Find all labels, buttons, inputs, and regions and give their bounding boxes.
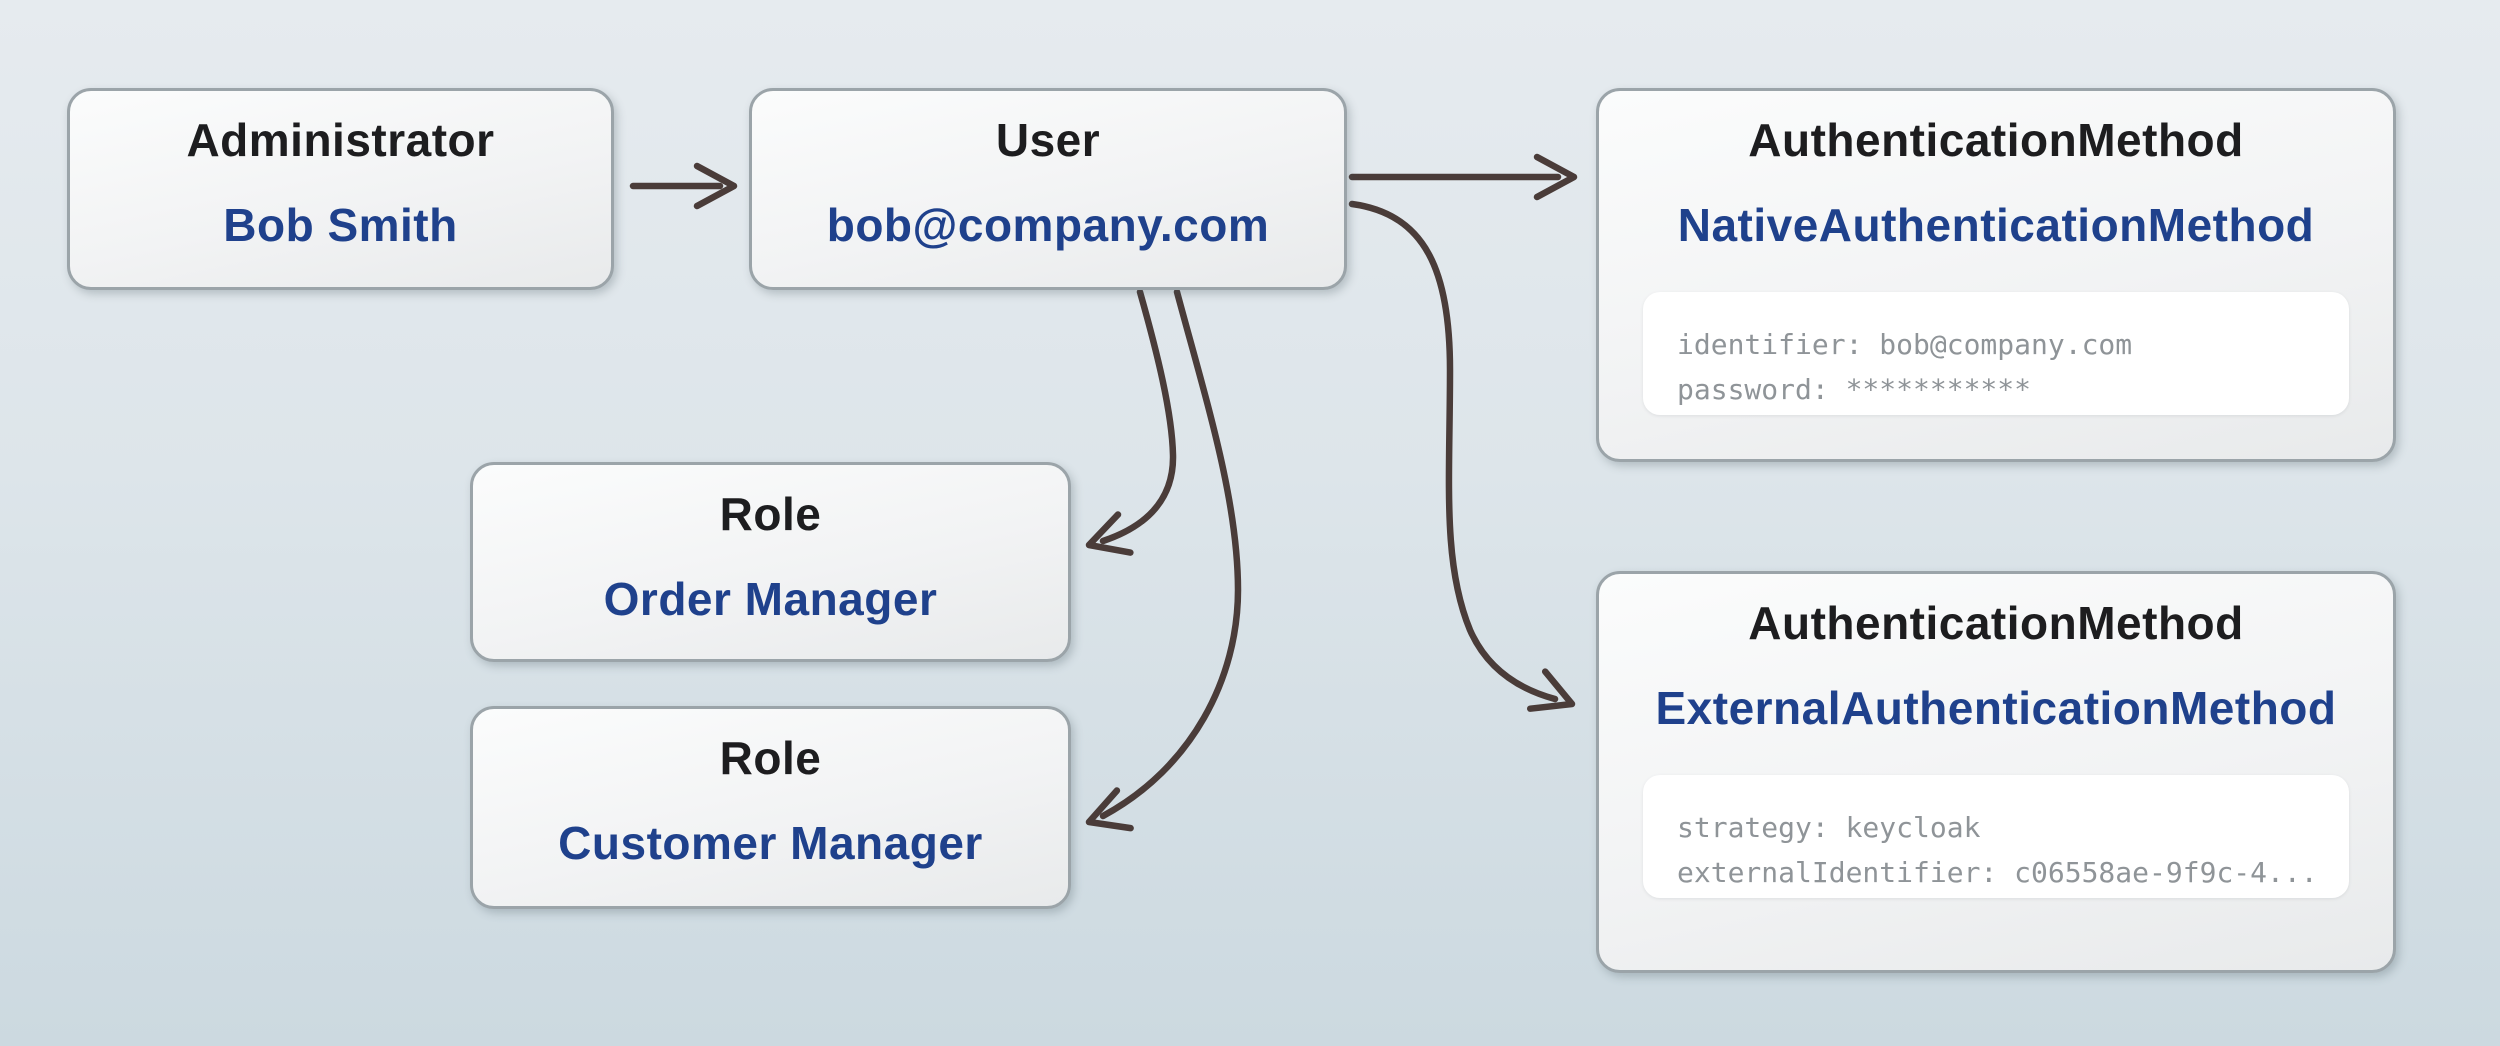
attribute-strategy: strategy: keycloak bbox=[1677, 811, 1981, 844]
node-type-label: AuthenticationMethod bbox=[1748, 114, 2244, 166]
attribute-identifier: identifier: bob@company.com bbox=[1677, 328, 2133, 361]
node-value-label: Customer Manager bbox=[558, 817, 983, 869]
node-value-label: Order Manager bbox=[603, 573, 938, 625]
node-type-label: Role bbox=[719, 488, 822, 540]
node-type-label: Role bbox=[719, 732, 822, 784]
edge-user-to-order-role bbox=[1085, 288, 1177, 556]
node-value-label: NativeAuthenticationMethod bbox=[1677, 199, 2315, 251]
node-value-label: ExternalAuthenticationMethod bbox=[1655, 682, 2337, 734]
node-type-label: AuthenticationMethod bbox=[1748, 597, 2244, 649]
node-native-authentication-method: AuthenticationMethod NativeAuthenticatio… bbox=[1596, 88, 2396, 462]
node-type-label: User bbox=[995, 114, 1101, 166]
node-role-customer-manager: Role Customer Manager bbox=[470, 706, 1071, 909]
node-user: User bob@company.com bbox=[749, 88, 1347, 290]
attribute-external-identifier: externalIdentifier: c06558ae-9f9c-4... bbox=[1677, 856, 2318, 889]
edge-administrator-to-user bbox=[629, 162, 738, 210]
node-value-label: bob@company.com bbox=[826, 199, 1270, 251]
edge-user-to-customer-role bbox=[1085, 288, 1242, 832]
node-administrator: Administrator Bob Smith bbox=[67, 88, 614, 290]
node-value-label: Bob Smith bbox=[223, 199, 458, 251]
attributes-panel: identifier: bob@company.com password: **… bbox=[1643, 292, 2349, 415]
node-role-order-manager: Role Order Manager bbox=[470, 462, 1071, 662]
attributes-panel: strategy: keycloak externalIdentifier: c… bbox=[1643, 775, 2349, 898]
node-external-authentication-method: AuthenticationMethod ExternalAuthenticat… bbox=[1596, 571, 2396, 973]
edge-user-to-external-auth bbox=[1348, 200, 1576, 712]
node-type-label: Administrator bbox=[186, 114, 495, 166]
attribute-password: password: *********** bbox=[1677, 373, 2032, 406]
edge-user-to-native-auth bbox=[1348, 153, 1578, 201]
